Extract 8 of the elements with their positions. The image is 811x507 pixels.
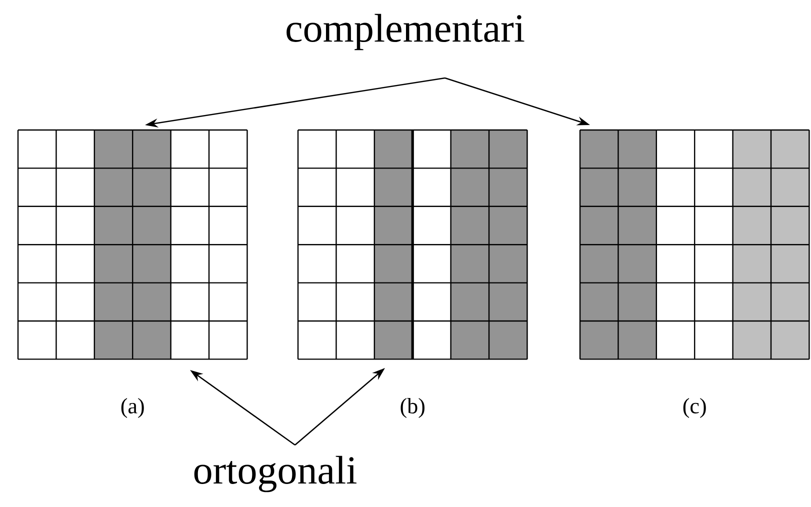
grid-label: (b) [400, 398, 424, 418]
grid-drawing [17, 129, 248, 360]
grid-label: (c) [683, 398, 706, 418]
label-text: complementari [286, 14, 524, 50]
grid-drawing [297, 129, 528, 360]
grid-drawing [579, 129, 810, 360]
label-text: ortogonali [194, 456, 356, 492]
grid-label: (a) [121, 398, 144, 418]
